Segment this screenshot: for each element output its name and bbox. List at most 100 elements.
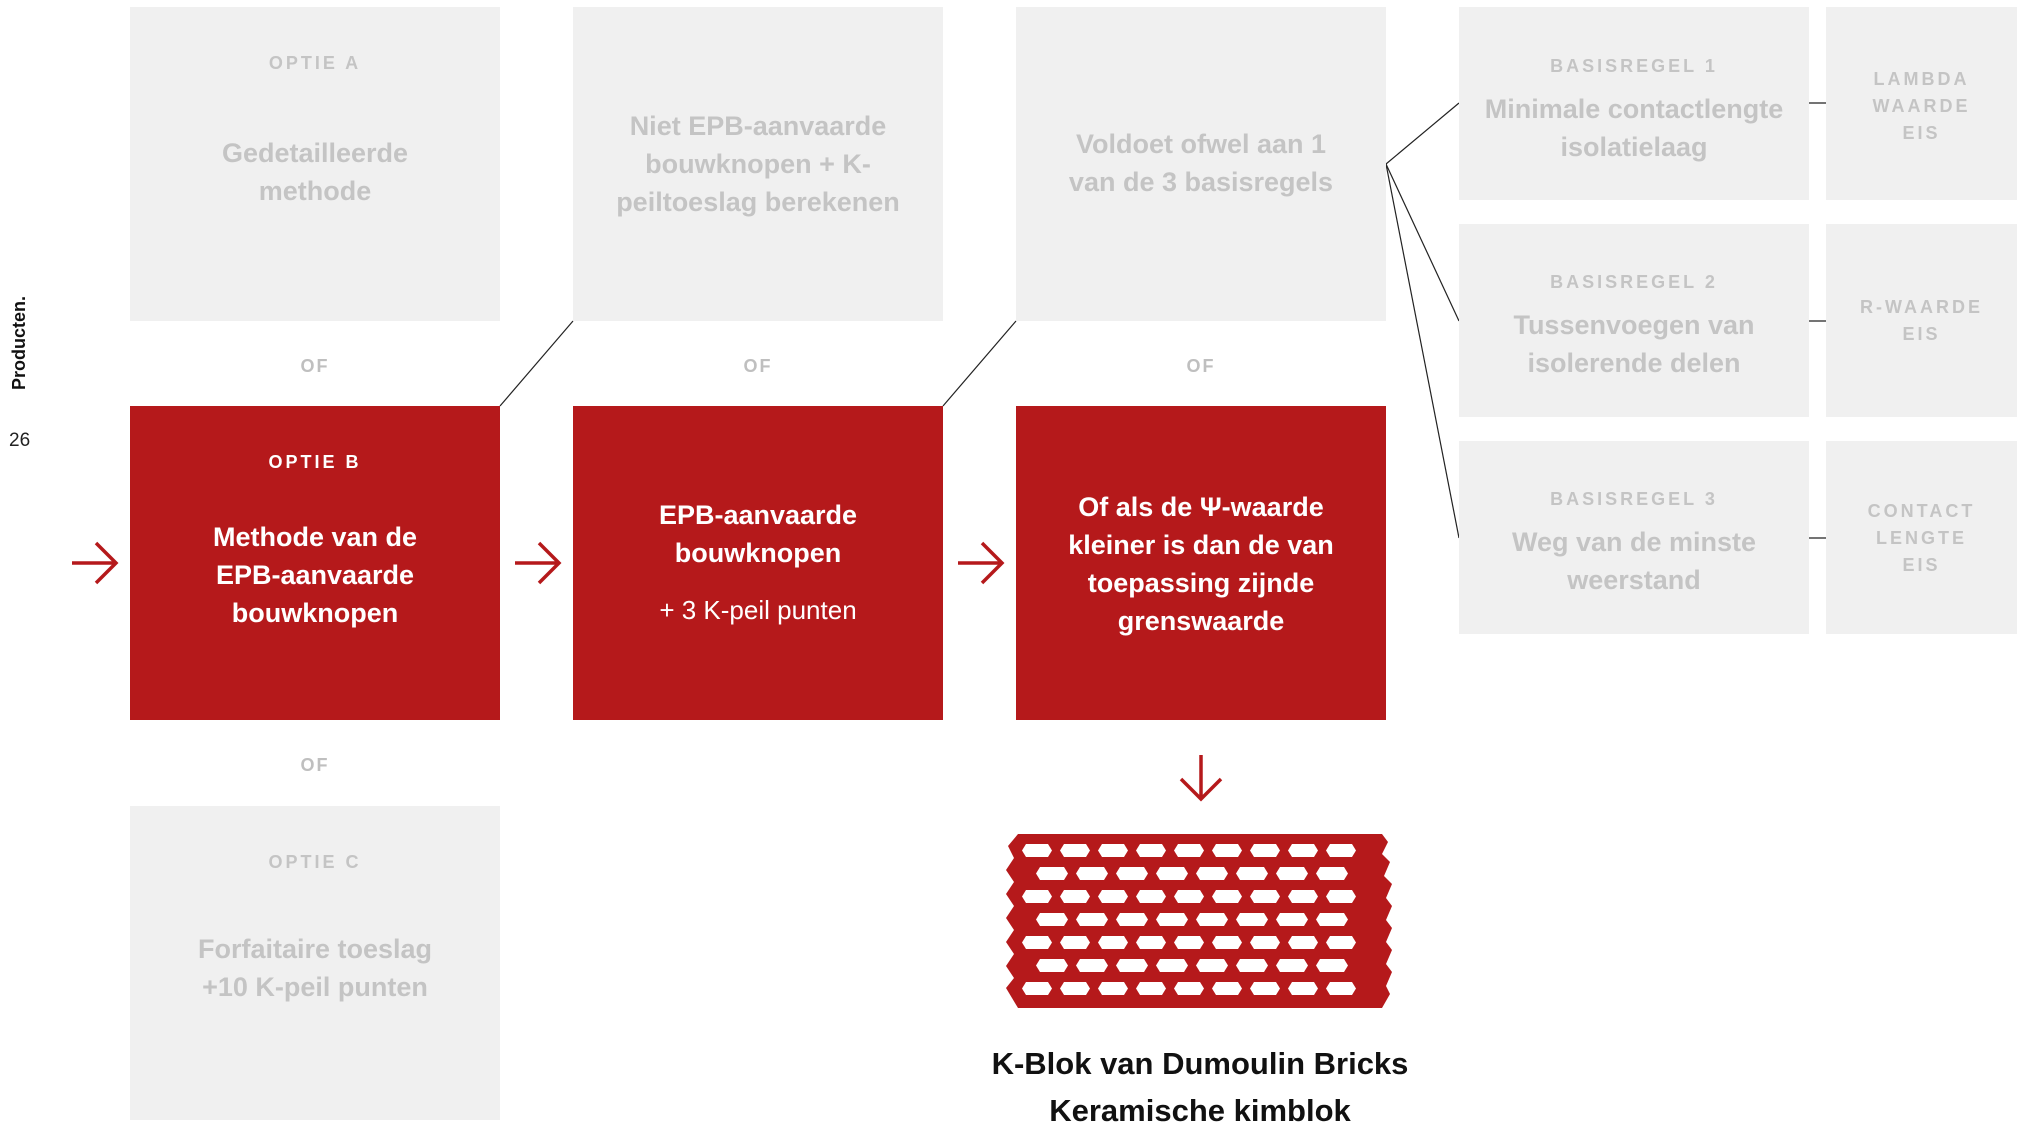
brick-hole [1288, 936, 1318, 949]
brick-hole [1098, 982, 1128, 995]
brick-hole [1098, 936, 1128, 949]
psi-waarde-text: Of als de Ψ-waarde kleiner is dan de van… [1068, 492, 1334, 636]
epb-text: EPB-aanvaarde bouwknopen [658, 500, 858, 568]
brick-hole [1288, 890, 1318, 903]
of-label-2: OF [300, 755, 330, 775]
brick-hole [1156, 959, 1188, 972]
brick-hole [1276, 867, 1308, 880]
brick-hole [1250, 890, 1280, 903]
brick-hole [1036, 867, 1068, 880]
brick-hole [1136, 890, 1166, 903]
lambda-eis-box: LAMBDA WAARDE EIS [1826, 7, 2017, 200]
basisregel-1-box: BASISREGEL 1 Minimale contactlengte isol… [1459, 7, 1809, 200]
brick-hole [1076, 959, 1108, 972]
brick-hole [1212, 844, 1242, 857]
brick-hole [1156, 913, 1188, 926]
brick-hole [1174, 936, 1204, 949]
brick-hole [1174, 890, 1204, 903]
product-title: K-Blok van Dumoulin Bricks Keramische ki… [950, 1040, 1450, 1134]
brick-hole [1136, 982, 1166, 995]
brick-hole [1212, 936, 1242, 949]
brick-hole [1022, 844, 1052, 857]
brick-hole [1022, 982, 1052, 995]
contact-lengte-eis-text: CONTACT LENGTE EIS [1867, 501, 1976, 575]
brick-hole [1136, 936, 1166, 949]
product-title-line2: Keramische kimblok [1049, 1093, 1351, 1128]
brick-hole [1196, 913, 1228, 926]
page-number: 26 [9, 430, 31, 451]
optie-a-text: Gedetailleerde methode [221, 138, 409, 206]
brick-hole [1098, 890, 1128, 903]
brick-hole [1060, 936, 1090, 949]
brick-hole [1276, 913, 1308, 926]
brick-hole [1288, 844, 1318, 857]
brick-hole [1036, 913, 1068, 926]
optie-b-text: Methode van de EPB-aanvaarde bouwknopen [212, 522, 418, 628]
brick-hole [1060, 890, 1090, 903]
brick-hole [1326, 890, 1356, 903]
brick-hole [1060, 982, 1090, 995]
brick-hole [1236, 867, 1268, 880]
brick-hole [1326, 936, 1356, 949]
brick-hole [1196, 867, 1228, 880]
basisregel-1-text: Minimale contactlengte isolatielaag [1484, 94, 1784, 162]
kimblok-brick-icon [1006, 834, 1392, 1008]
brick-hole [1212, 890, 1242, 903]
brick-hole [1288, 982, 1318, 995]
arrow-down-icon [1179, 755, 1223, 802]
epb-sub-text: + 3 K-peil punten [659, 595, 857, 625]
brick-hole [1174, 844, 1204, 857]
brick-hole [1316, 959, 1348, 972]
brick-hole [1316, 913, 1348, 926]
brick-hole [1326, 844, 1356, 857]
brick-hole [1174, 982, 1204, 995]
brick-hole [1098, 844, 1128, 857]
brick-hole [1276, 959, 1308, 972]
basisregel-1-label: BASISREGEL 1 [1550, 56, 1718, 76]
arrow-right-icon [72, 541, 119, 585]
basisregel-2-text: Tussenvoegen van isolerende delen [1513, 310, 1755, 378]
basisregel-3-text: Weg van de minste weerstand [1511, 527, 1757, 595]
brick-hole [1156, 867, 1188, 880]
optie-c-text: Forfaitaire toeslag +10 K-peil punten [197, 934, 433, 1002]
brick-hole [1076, 867, 1108, 880]
arrow-right-icon [515, 541, 562, 585]
brick-hole [1250, 844, 1280, 857]
brick-hole [1116, 913, 1148, 926]
brick-hole [1022, 936, 1052, 949]
brick-hole [1196, 959, 1228, 972]
brick-hole [1060, 844, 1090, 857]
of-label-3: OF [743, 356, 773, 376]
brick-hole [1326, 982, 1356, 995]
brick-hole [1136, 844, 1166, 857]
basisregel-2-box: BASISREGEL 2 Tussenvoegen van isolerende… [1459, 224, 1809, 417]
basisregel-3-box: BASISREGEL 3 Weg van de minste weerstand [1459, 441, 1809, 634]
basisregels-box: Voldoet ofwel aan 1 van de 3 basisregels [1016, 7, 1386, 321]
brick-hole [1116, 867, 1148, 880]
brick-hole [1250, 982, 1280, 995]
brick-hole [1250, 936, 1280, 949]
r-waarde-eis-box: R-WAARDE EIS [1826, 224, 2017, 417]
basisregel-2-label: BASISREGEL 2 [1550, 272, 1718, 292]
basisregel-3-label: BASISREGEL 3 [1550, 489, 1718, 509]
brick-hole [1022, 890, 1052, 903]
optie-c-label: OPTIE C [268, 852, 362, 872]
of-label-4: OF [1186, 356, 1216, 376]
optie-b-label: OPTIE B [268, 452, 362, 472]
brick-hole [1076, 913, 1108, 926]
brick-hole [1116, 959, 1148, 972]
niet-epb-text: Niet EPB-aanvaarde bouwknopen + K-peilto… [616, 111, 900, 217]
brick-hole [1316, 867, 1348, 880]
brick-hole [1036, 959, 1068, 972]
psi-waarde-box: Of als de Ψ-waarde kleiner is dan de van… [1016, 406, 1386, 720]
brick-hole [1236, 913, 1268, 926]
basisregels-text: Voldoet ofwel aan 1 van de 3 basisregels [1068, 129, 1334, 197]
of-label-1: OF [300, 356, 330, 376]
arrow-right-icon [958, 541, 1005, 585]
brick-hole [1212, 982, 1242, 995]
brick-hole [1236, 959, 1268, 972]
optie-c-box: OPTIE C Forfaitaire toeslag +10 K-peil p… [130, 806, 500, 1120]
product-title-line1: K-Blok van Dumoulin Bricks [991, 1046, 1409, 1081]
optie-a-box: OPTIE A Gedetailleerde methode [130, 7, 500, 321]
